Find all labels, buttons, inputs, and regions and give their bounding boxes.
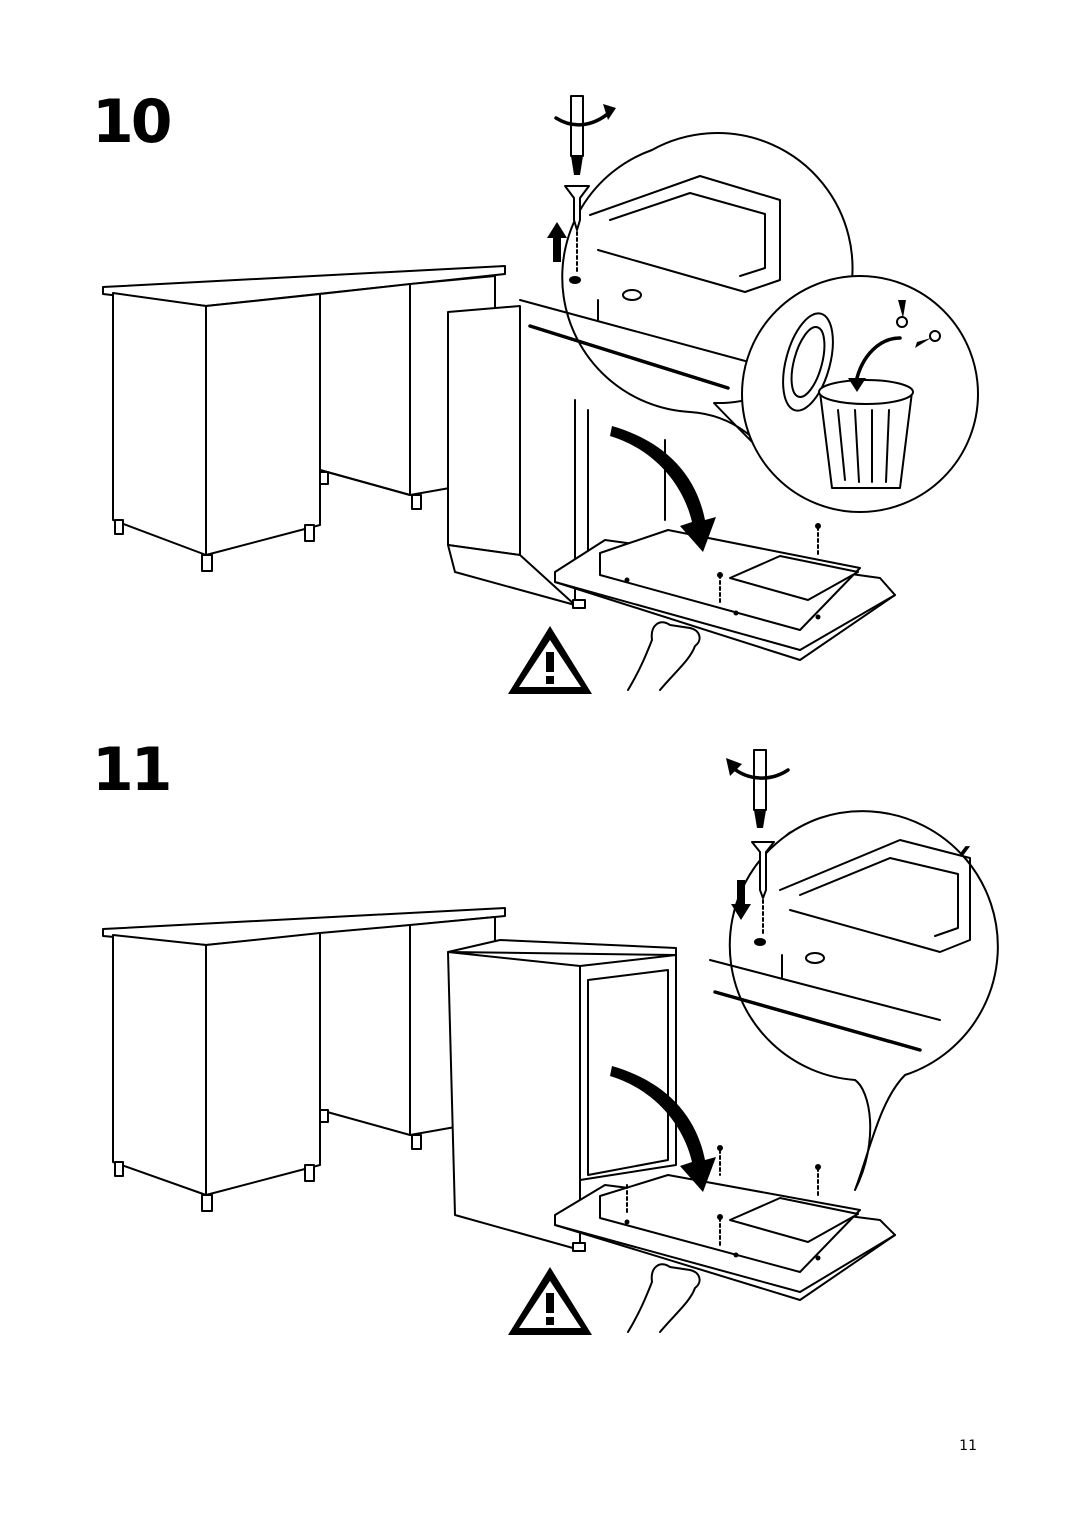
arrow-down-icon [731,880,751,920]
step-10-illustration [102,95,979,694]
rotate-ccw-arrow-icon [554,110,612,127]
long-screw-icon [751,841,775,936]
move-arrow-icon [610,426,716,552]
hand-illustration [627,621,701,691]
kitchen-cabinet [102,907,506,1212]
move-arrow-icon [610,1066,716,1192]
detail-circle-discard-plugs [741,275,979,513]
dishwasher-body [447,305,666,609]
rotate-cw-arrow-icon [731,766,790,780]
step-10-number: 10 [92,87,172,157]
door-panel [554,1145,896,1301]
step-11-number: 11 [92,735,172,805]
warning-triangle-icon [508,1267,592,1335]
dishwasher-body [447,939,677,1252]
hand-illustration [627,1263,701,1333]
screwdriver-icon [753,749,767,828]
arrow-up-icon [547,222,567,262]
door-panel [554,523,896,661]
detail-circle-screw-fixing [709,810,999,1191]
warning-triangle-icon [508,626,592,694]
page-number: 11 [959,1438,977,1454]
screw-icon [564,185,590,273]
detail-circle-screw-removal [519,132,854,481]
